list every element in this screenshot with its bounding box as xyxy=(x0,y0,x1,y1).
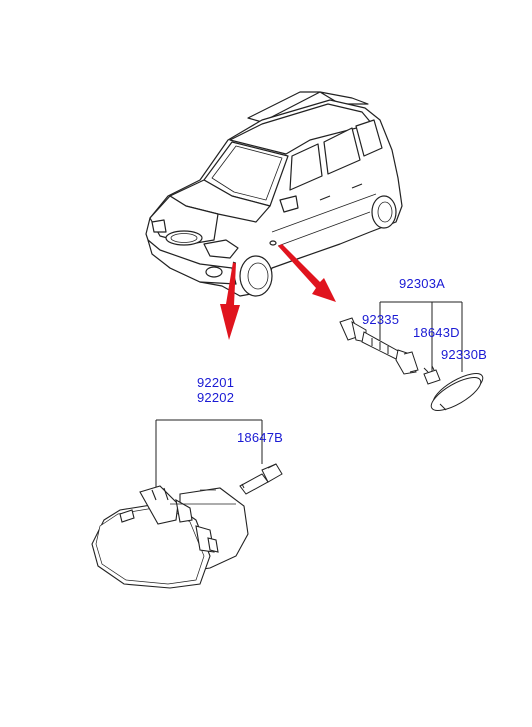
label-92303A: 92303A xyxy=(399,276,446,291)
label-18643D: 18643D xyxy=(413,325,460,340)
foglamp-housing-part xyxy=(91,485,249,589)
bulb-socket-part xyxy=(339,317,419,375)
arrow-to-foglamp xyxy=(220,262,240,340)
label-92202: 92202 xyxy=(197,390,235,405)
pointer-arrows xyxy=(220,244,336,340)
label-92201: 92201 xyxy=(197,375,235,390)
arrow-to-sidelamp xyxy=(278,244,336,302)
car-illustration xyxy=(145,91,403,297)
foglamp-bulb-part xyxy=(239,463,283,495)
small-bulb-part xyxy=(423,365,441,385)
label-92335: 92335 xyxy=(362,312,400,327)
label-92330B: 92330B xyxy=(441,347,488,362)
foglamp-leaders xyxy=(155,419,263,490)
sidelamp-leaders xyxy=(379,301,463,372)
label-18647B: 18647B xyxy=(237,430,284,445)
lens-part xyxy=(430,373,484,411)
